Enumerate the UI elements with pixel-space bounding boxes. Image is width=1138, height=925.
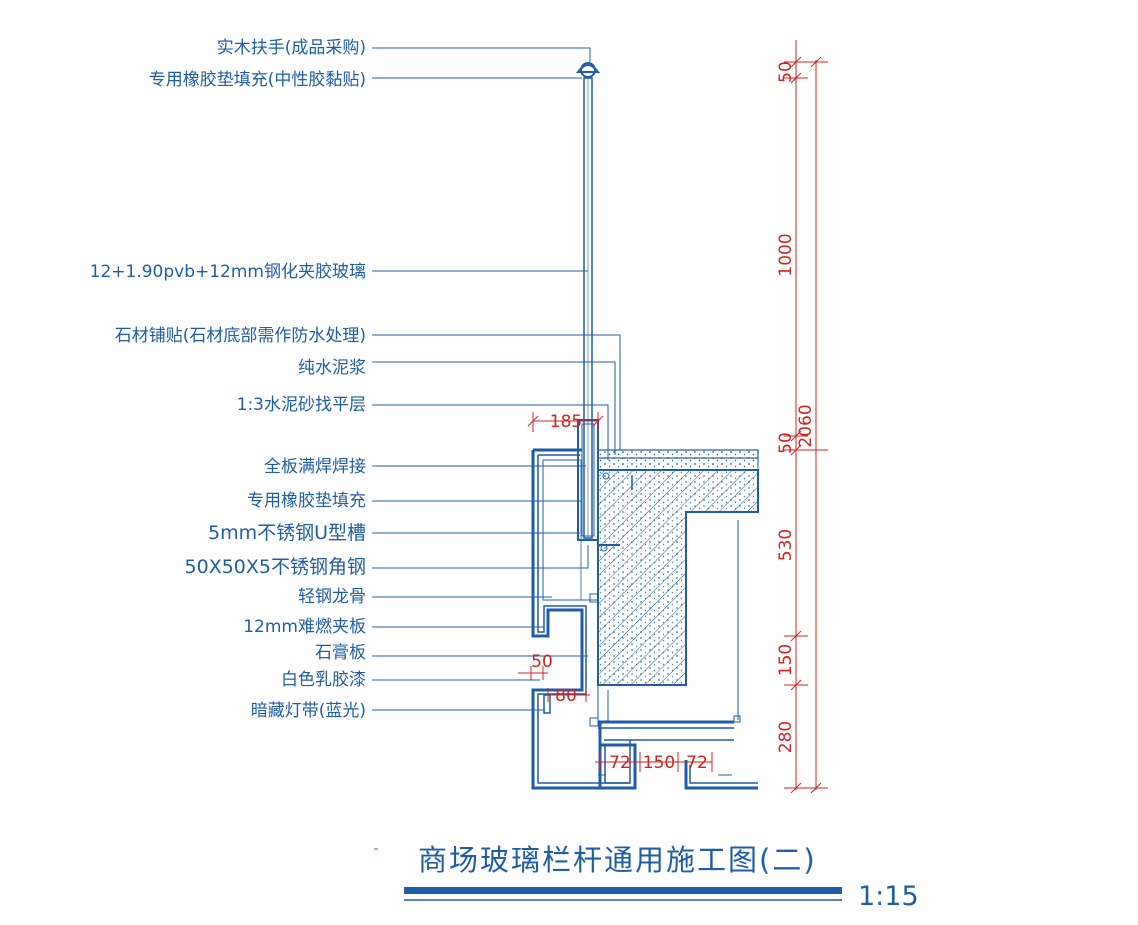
dim-280: 280 bbox=[776, 721, 796, 753]
drawing-scale: 1:15 bbox=[858, 881, 919, 912]
leader-lines bbox=[372, 47, 621, 711]
stone-finish-layer bbox=[597, 449, 759, 459]
dim-185: 185 bbox=[550, 412, 582, 432]
dim-80: 80 bbox=[555, 686, 577, 706]
dim-50-mid: 50 bbox=[776, 432, 796, 454]
title-block: 商场玻璃栏杆通用施工图(二) 1:15 bbox=[374, 843, 919, 912]
vertical-dimensions: 50 1000 50 2060 530 150 280 bbox=[776, 40, 828, 794]
label-rubber-pad-glue: 专用橡胶垫填充(中性胶黏贴) bbox=[149, 70, 366, 90]
callout-labels: 实木扶手(成品采购) 专用橡胶垫填充(中性胶黏贴) 12+1.90pvb+12m… bbox=[90, 38, 366, 721]
label-hidden-led: 暗藏灯带(蓝光) bbox=[251, 701, 366, 721]
dim-2060: 2060 bbox=[796, 404, 816, 447]
label-handrail: 实木扶手(成品采购) bbox=[217, 38, 366, 58]
dim-50-top: 50 bbox=[776, 61, 796, 83]
label-stone-finish: 石材铺贴(石材底部需作防水处理) bbox=[115, 326, 366, 346]
label-u-channel: 5mm不锈钢U型槽 bbox=[208, 522, 366, 544]
label-latex-paint: 白色乳胶漆 bbox=[281, 670, 366, 690]
label-cement-paste: 纯水泥浆 bbox=[298, 358, 366, 378]
dim-50-detail: 50 bbox=[531, 652, 553, 672]
dim-150-horiz: 150 bbox=[643, 753, 675, 773]
detail-dimensions: 185 50 80 72 150 72 bbox=[518, 412, 713, 773]
label-rubber-pad: 专用橡胶垫填充 bbox=[247, 491, 366, 511]
title-underline bbox=[404, 887, 842, 894]
screed-layer bbox=[597, 457, 759, 471]
label-light-steel-keel: 轻钢龙骨 bbox=[298, 587, 366, 607]
dim-72-right: 72 bbox=[686, 753, 708, 773]
label-screed-layer: 1:3水泥砂找平层 bbox=[237, 395, 366, 415]
u-channel-assembly bbox=[577, 419, 633, 600]
dim-530: 530 bbox=[776, 529, 796, 561]
dim-72-left: 72 bbox=[609, 753, 631, 773]
dim-1000: 1000 bbox=[776, 233, 796, 276]
label-full-weld: 全板满焊焊接 bbox=[264, 457, 366, 477]
edge-cladding bbox=[531, 448, 758, 790]
label-fire-plywood: 12mm难燃夹板 bbox=[243, 617, 366, 637]
label-gypsum-board: 石膏板 bbox=[315, 642, 366, 663]
label-laminated-glass: 12+1.90pvb+12mm钢化夹胶玻璃 bbox=[90, 262, 366, 282]
drawing-title: 商场玻璃栏杆通用施工图(二) bbox=[418, 843, 817, 877]
label-angle-steel: 50X50X5不锈钢角钢 bbox=[185, 556, 366, 578]
dim-150-vert: 150 bbox=[776, 644, 796, 676]
glass-railing bbox=[576, 62, 600, 539]
floor-slab bbox=[597, 449, 759, 723]
